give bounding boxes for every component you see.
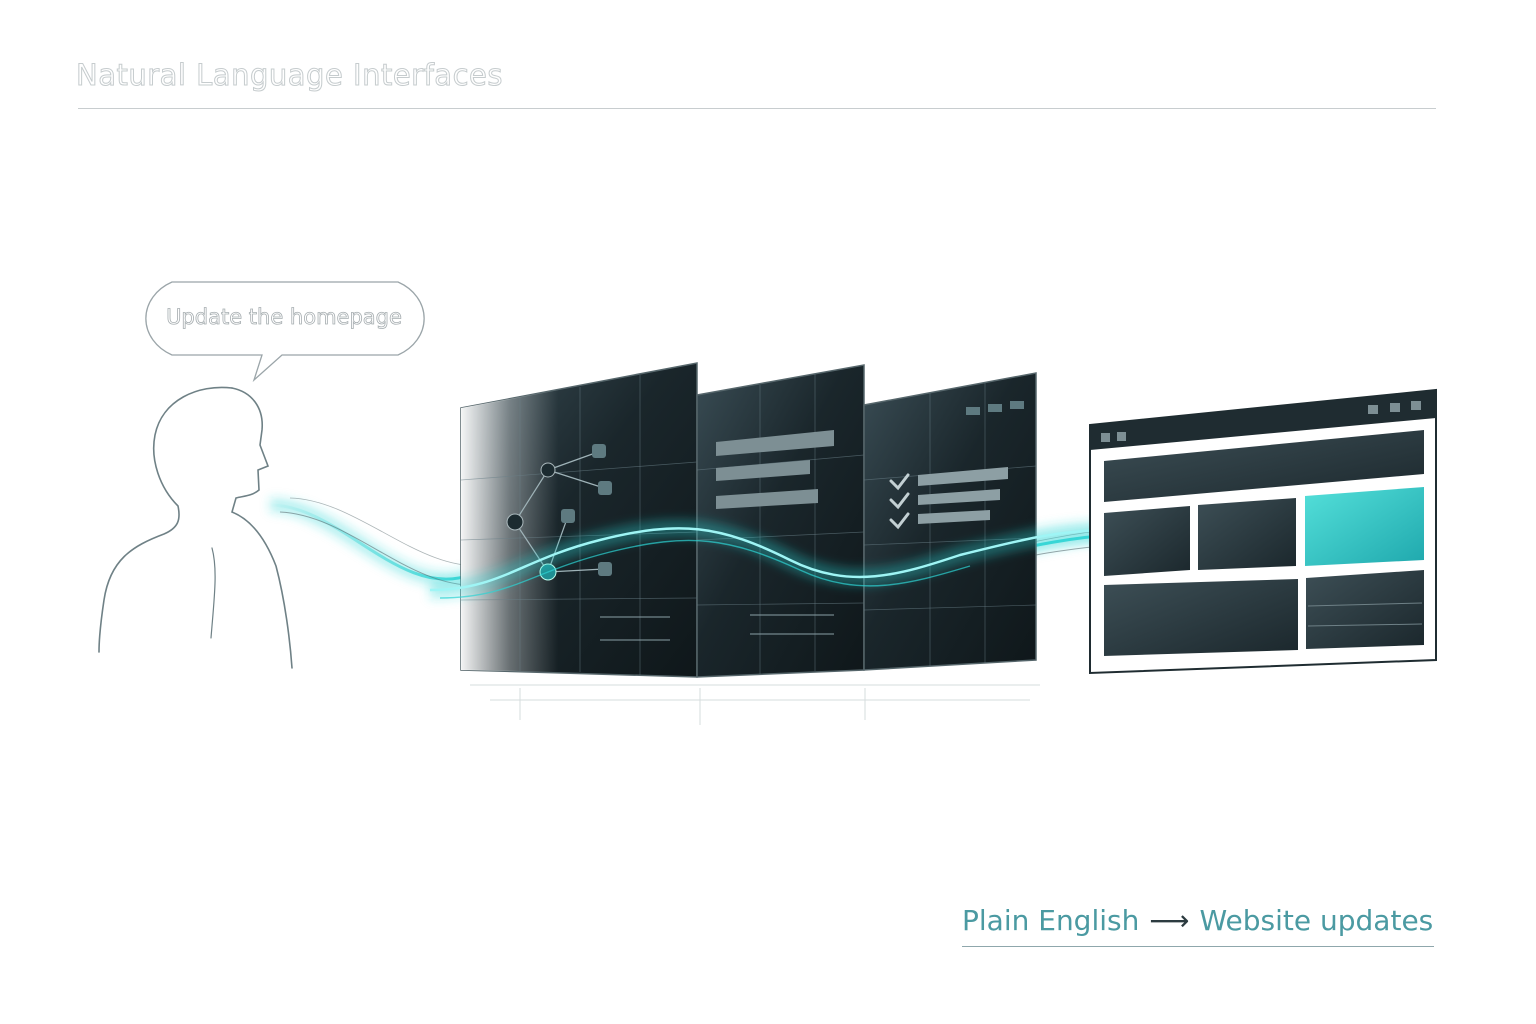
title-divider (78, 108, 1436, 109)
arrow-right-icon: ⟶ (1149, 904, 1190, 937)
highlighted-block (1305, 487, 1424, 566)
speech-bubble (145, 281, 425, 383)
caption-underline (962, 946, 1434, 947)
process-panel-graph (460, 362, 698, 678)
person-outline-icon (98, 386, 293, 669)
website-preview (1089, 388, 1437, 675)
page-title: Natural Language Interfaces (76, 58, 503, 93)
node-icon (506, 513, 524, 531)
floor-reflection (470, 684, 1040, 725)
window-control-icon (1101, 433, 1110, 442)
speech-bubble-text: Update the homepage (166, 305, 403, 330)
caption-source: Plain English (962, 904, 1140, 937)
caption-target: Website updates (1199, 904, 1434, 937)
stream-highlight (429, 519, 1111, 599)
process-panel-checklist (863, 372, 1037, 671)
check-icon (889, 473, 910, 530)
process-panel-list (696, 364, 865, 678)
caption: Plain English ⟶ Website updates (962, 904, 1433, 937)
